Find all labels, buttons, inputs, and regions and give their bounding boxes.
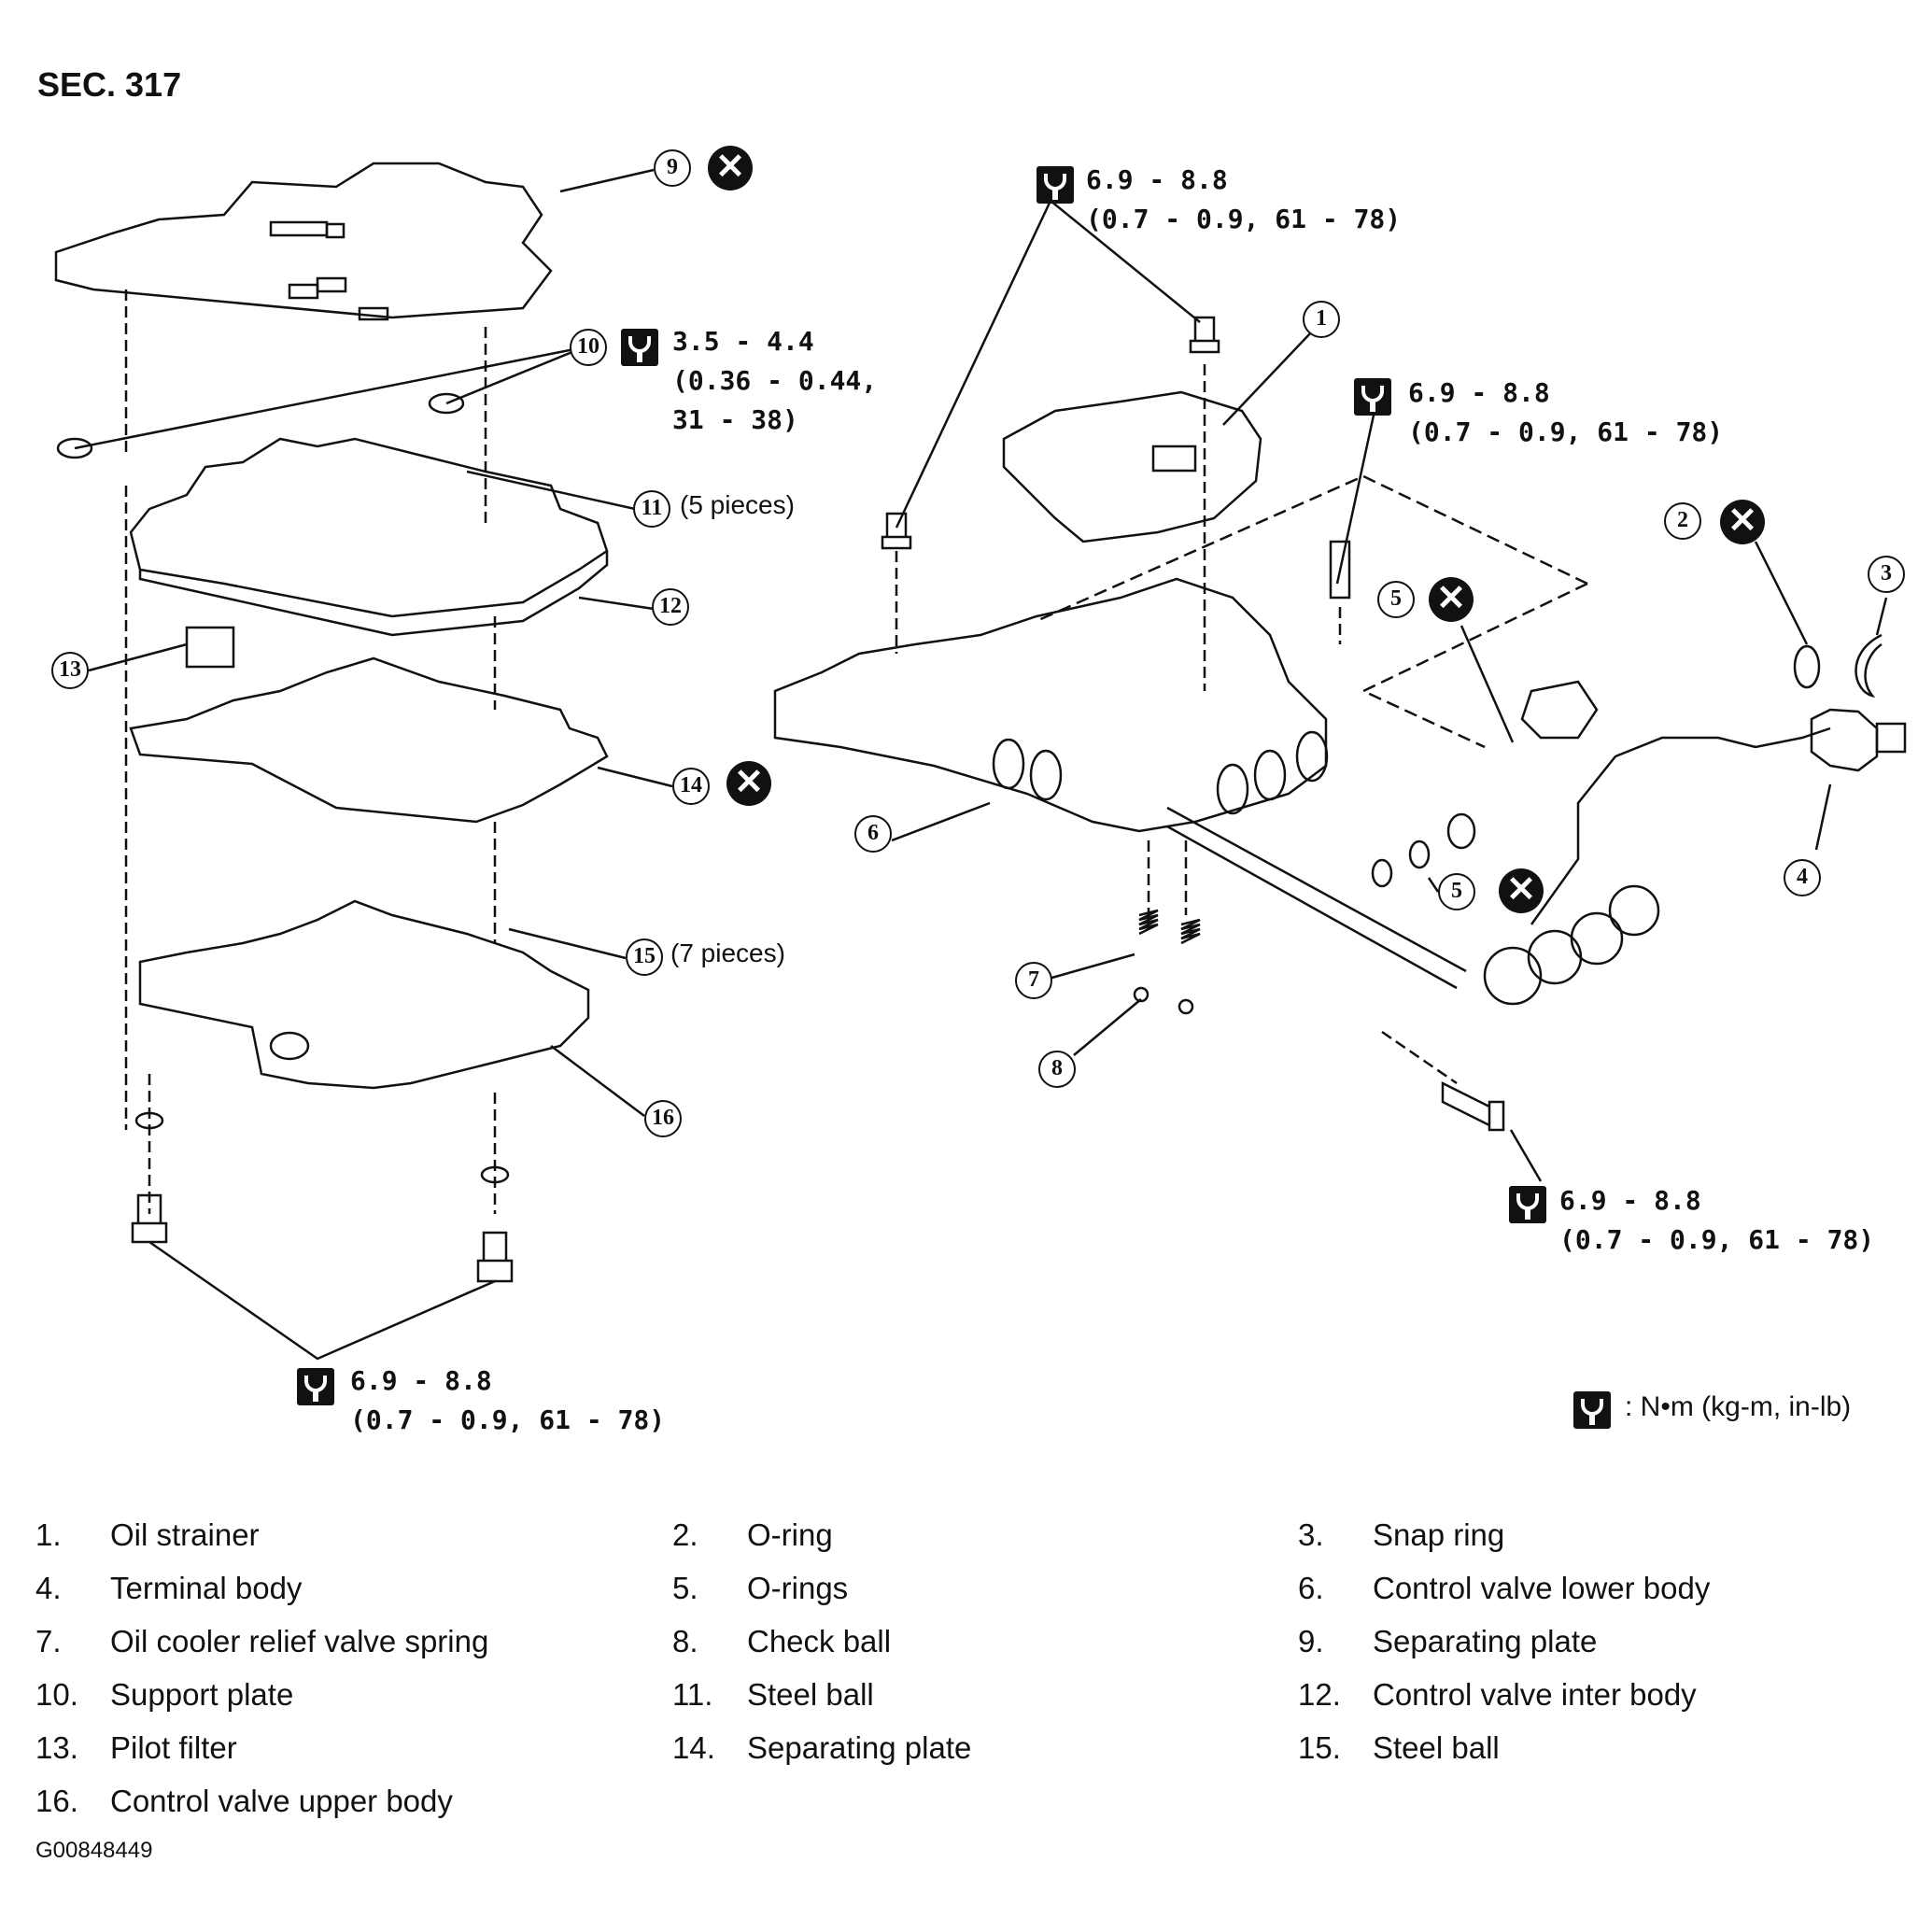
callout-14: 14 — [672, 768, 710, 805]
callout-11: 11 — [633, 490, 670, 528]
torque-wrench-icon — [297, 1368, 334, 1405]
legend-item: 2.O-ring — [672, 1517, 833, 1552]
legend-item: 13.Pilot filter — [35, 1730, 237, 1765]
part-check-ball-8 — [1133, 986, 1149, 1003]
torque-spec-4: 6.9 - 8.8(0.7 - 0.9, 61 - 78) — [1559, 1185, 1875, 1255]
torque-spec-2: 3.5 - 4.4(0.36 - 0.44,31 - 38) — [672, 326, 878, 435]
legend-item: 9.Separating plate — [1298, 1624, 1598, 1658]
callout-1: 1 — [1303, 301, 1340, 338]
torque-wrench-icon — [1573, 1391, 1611, 1429]
legend-item: 16.Control valve upper body — [35, 1784, 453, 1818]
part-control-valve-lower-body — [773, 577, 1328, 833]
callout-6: 6 — [854, 815, 892, 853]
legend-item: 4.Terminal body — [35, 1571, 303, 1605]
legend-item: 14.Separating plate — [672, 1730, 972, 1765]
legend-item: 8.Check ball — [672, 1624, 892, 1658]
legend-item: 15.Steel ball — [1298, 1730, 1500, 1765]
section-number: SEC. 317 — [37, 65, 182, 104]
callout-5-upper: 5 — [1377, 581, 1415, 618]
replace-x-icon: ✕ — [1499, 868, 1544, 913]
part-snap-ring-3 — [1854, 633, 1883, 698]
part-oil-strainer — [1002, 390, 1262, 543]
part-control-valve-upper-body — [138, 899, 590, 1090]
callout-2: 2 — [1664, 502, 1701, 540]
legend-item: 6.Control valve lower body — [1298, 1571, 1711, 1605]
note-5-pieces: (5 pieces) — [680, 490, 795, 519]
torque-spec-1: 6.9 - 8.8(0.7 - 0.9, 61 - 78) — [1086, 164, 1402, 234]
torque-wrench-icon — [1354, 378, 1391, 416]
legend-item: 1.Oil strainer — [35, 1517, 260, 1552]
callout-7: 7 — [1015, 962, 1052, 999]
legend-item: 10.Support plate — [35, 1677, 294, 1712]
part-control-valve-inter-body — [129, 437, 609, 618]
part-solenoid-group — [1483, 884, 1660, 1006]
legend-item: 3.Snap ring — [1298, 1517, 1505, 1552]
torque-wrench-icon — [621, 329, 658, 366]
legend-item: 12.Control valve inter body — [1298, 1677, 1697, 1712]
part-o-ring-2 — [1793, 644, 1821, 689]
part-wire-harness — [1530, 727, 1831, 925]
part-bolt-bottom-right — [476, 1231, 514, 1283]
part-spring-7 — [1138, 909, 1159, 936]
callout-8: 8 — [1038, 1051, 1076, 1088]
callout-5-lower: 5 — [1438, 873, 1475, 910]
replace-x-icon: ✕ — [1429, 577, 1474, 622]
part-bolt-bottom-left — [131, 1193, 168, 1244]
callout-4: 4 — [1784, 859, 1821, 896]
torque-spec-5: 6.9 - 8.8(0.7 - 0.9, 61 - 78) — [350, 1365, 666, 1435]
part-support-plate-right — [428, 392, 465, 415]
callout-15: 15 — [626, 938, 663, 976]
part-terminal-body — [1810, 708, 1879, 772]
legend-item: 7.Oil cooler relief valve spring — [35, 1624, 489, 1658]
torque-wrench-icon — [1037, 166, 1074, 204]
part-separating-plate-14 — [129, 656, 609, 824]
callout-10: 10 — [570, 329, 607, 366]
replace-x-icon: ✕ — [708, 146, 753, 190]
torque-wrench-icon — [1509, 1186, 1546, 1223]
legend-item: 5.O-rings — [672, 1571, 849, 1605]
legend-item: 11.Steel ball — [672, 1677, 874, 1712]
part-pilot-filter — [185, 626, 235, 669]
callout-16: 16 — [644, 1100, 682, 1137]
callout-3: 3 — [1868, 556, 1905, 593]
callout-9: 9 — [654, 149, 691, 187]
part-pipe — [1166, 806, 1467, 990]
callout-13: 13 — [51, 652, 89, 689]
replace-x-icon: ✕ — [1720, 500, 1765, 544]
part-support-plate-left — [56, 437, 93, 459]
torque-spec-3: 6.9 - 8.8(0.7 - 0.9, 61 - 78) — [1408, 377, 1724, 447]
unit-legend: : N•m (kg-m, in-lb) — [1625, 1391, 1852, 1422]
replace-x-icon: ✕ — [726, 761, 771, 806]
note-7-pieces: (7 pieces) — [670, 938, 785, 967]
figure-id: G00848449 — [35, 1838, 153, 1863]
part-separating-plate-9 — [54, 162, 553, 319]
callout-12: 12 — [652, 588, 689, 626]
